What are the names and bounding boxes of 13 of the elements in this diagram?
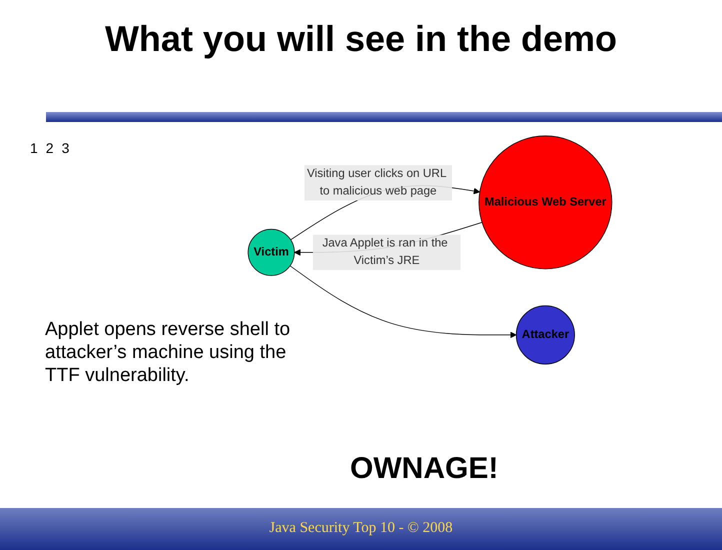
node-circle: Attacker [516,305,575,364]
node-circle: Malicious Web Server [478,136,612,270]
arrow [290,266,517,338]
footer-caption: Java Security Top 10 - © 2008 [268,520,454,537]
slide-title: What you will see in the demo [104,18,618,60]
step-number: 2 [46,140,54,156]
note-text: Applet opens reverse shell to attacker’s machine using the TTF vulnerability. [45,318,292,387]
emphasis-text: OWNAGE! [350,452,498,486]
node-circle: Victim [248,228,295,276]
edge-label: Java Applet is ran in the Victim’s JRE [322,236,448,268]
step-number: 1 [30,140,38,156]
step-number: 3 [62,140,70,156]
edge-label: Visiting user clicks on URL to malicious web page [306,167,446,198]
